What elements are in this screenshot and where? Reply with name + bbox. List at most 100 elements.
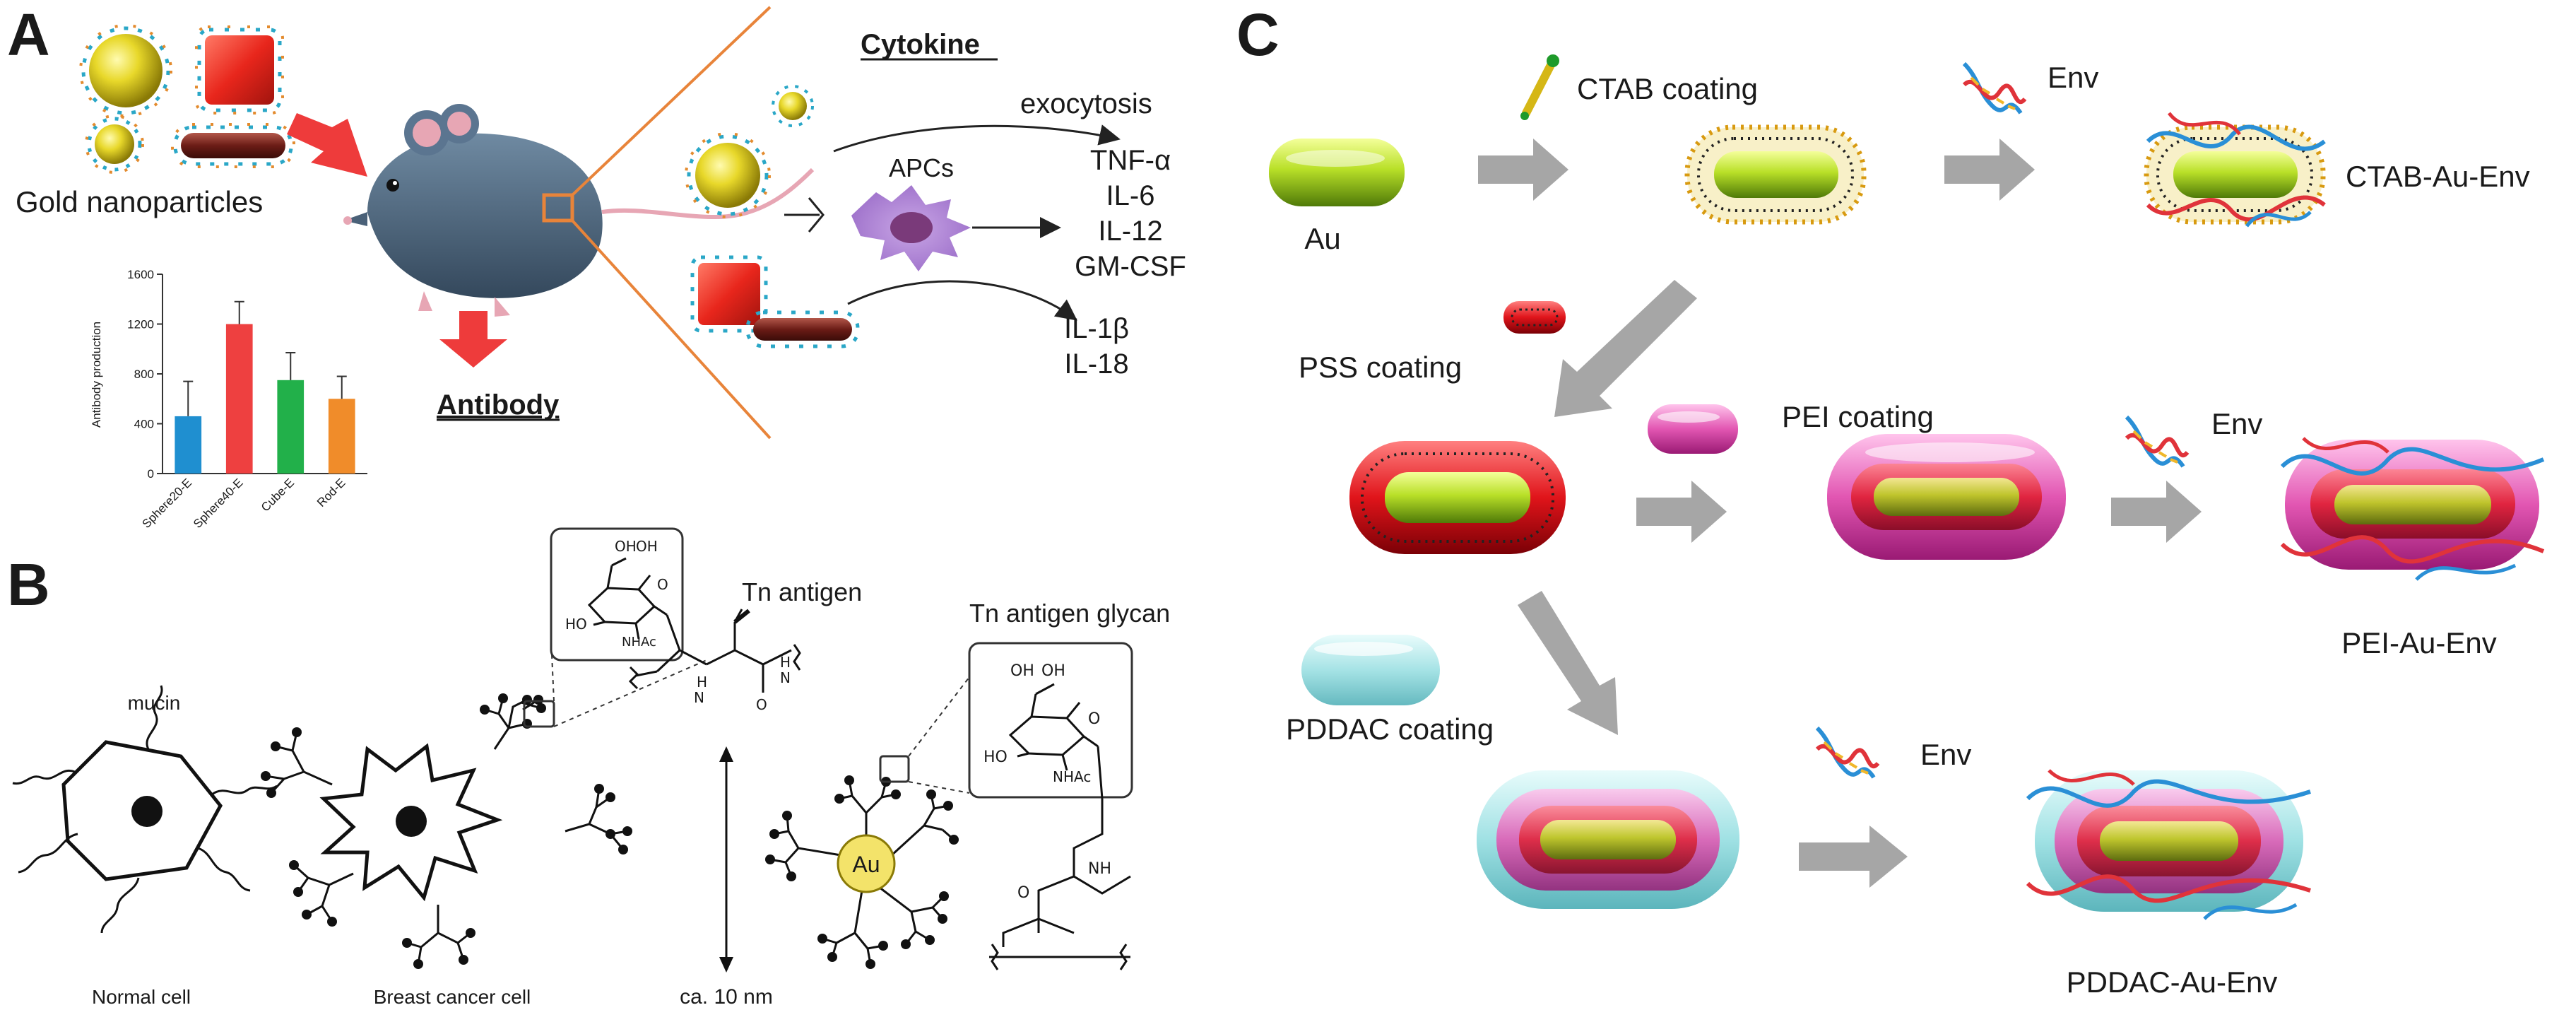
- pei-au-env-label: PEI-Au-Env: [2341, 626, 2496, 659]
- chem-h-1: H: [697, 674, 707, 691]
- y-tick-label: 400: [134, 418, 154, 431]
- exocytosis-arrow: [833, 124, 1121, 153]
- pei-au-rod-icon: [1827, 434, 2066, 560]
- glycan-branches-icon: [265, 698, 628, 965]
- zoom-line-bottom: [571, 219, 772, 440]
- pss-au-rod-icon: [1349, 441, 1566, 554]
- zoom-line-top: [571, 6, 772, 196]
- arrow-pddac-to-env-icon: [1799, 826, 1908, 888]
- y-tick-label: 0: [148, 467, 154, 481]
- arrow-ctab-to-env-icon: [1944, 139, 2035, 201]
- peptide-backbone-icon: [628, 609, 801, 693]
- gold-rod-icon: [171, 123, 295, 168]
- ctab-coating-label: CTAB coating: [1577, 72, 1758, 105]
- arrow-pei-to-env-icon: [2111, 481, 2202, 543]
- cytokine-il6: IL-6: [1106, 180, 1155, 211]
- gold-sphere-small-icon: [85, 114, 144, 174]
- zoom-dash-4: [908, 781, 970, 794]
- au-core-icon: [837, 834, 896, 893]
- au-glyco-particle-icon: [769, 780, 955, 965]
- zoom-box-au: [879, 755, 910, 783]
- pei-coating-label: PEI coating: [1782, 400, 1934, 433]
- chem-o-2: O: [756, 696, 767, 713]
- error-bar: [183, 380, 194, 416]
- bar-sphere20-e: [175, 416, 202, 474]
- cytokine-gmcsf: GM-CSF: [1075, 251, 1186, 282]
- panel-label-a: A: [7, 1, 50, 68]
- cytokine-il12: IL-12: [1098, 216, 1162, 247]
- au-glyco-dots-icon: [765, 775, 959, 969]
- x-tick-label: Sphere20-E: [139, 476, 194, 531]
- apc-cell-icon: [851, 185, 971, 271]
- chem-oh-2: OH: [636, 538, 658, 555]
- glycan-dots-icon: [261, 693, 632, 969]
- chem-oh-1: OH: [615, 538, 637, 555]
- exocytosis-label: exocytosis: [1020, 88, 1152, 119]
- dna-helix-icon-1: [1962, 61, 2027, 114]
- zoom-dash-2: [553, 659, 707, 727]
- scale-label: ca. 10 nm: [680, 985, 773, 1009]
- gold-nanoparticles-label: Gold nanoparticles: [16, 185, 263, 218]
- chem-ho-1: HO: [565, 616, 587, 633]
- arrow-to-pss-icon: [1554, 280, 1697, 417]
- small-sphere-zoom-icon: [772, 85, 814, 127]
- y-tick-label: 800: [134, 368, 154, 381]
- tn-glycan-box: [968, 642, 1133, 799]
- pss-coating-label: PSS coating: [1299, 351, 1462, 384]
- dna-helix-icon-3: [1815, 726, 1880, 779]
- au-core-label: Au: [852, 852, 880, 877]
- error-bar: [336, 375, 347, 399]
- error-bar: [285, 352, 296, 380]
- chem-o-1: O: [657, 576, 668, 593]
- mouse-icon: [343, 104, 815, 317]
- ctab-au-env-label: CTAB-Au-Env: [2346, 160, 2530, 193]
- x-tick-label: Rod-E: [314, 476, 348, 510]
- chem-oh-3: OH: [1010, 662, 1034, 680]
- breast-cancer-cell-icon: [319, 743, 503, 902]
- normal-cell-label: Normal cell: [92, 986, 191, 1008]
- env-label-3: Env: [1920, 738, 1971, 771]
- chem-oh-4: OH: [1041, 662, 1065, 680]
- bar-sphere40-e: [225, 324, 253, 474]
- red-arrow-down-icon: [439, 311, 507, 368]
- dna-helix-icon-2: [2125, 415, 2190, 468]
- tn-antigen-label: Tn antigen: [742, 577, 862, 606]
- receptor-icon: [808, 197, 825, 233]
- au-rod-icon: [1269, 139, 1405, 206]
- il1-arrow: [847, 280, 1077, 321]
- pddac-au-env-label: PDDAC-Au-Env: [2067, 965, 2278, 999]
- zoom-box-cancer: [523, 700, 555, 728]
- tn-glycan-label: Tn antigen glycan: [969, 599, 1170, 628]
- arrow-au-to-ctab-icon: [1478, 139, 1568, 201]
- cytokine-il18: IL-18: [1064, 348, 1128, 380]
- chem-nhac-1: NHAc: [622, 635, 656, 650]
- chem-o-4: O: [1017, 884, 1029, 902]
- pei-molecule-icon: [1648, 404, 1738, 454]
- env-label-1: Env: [2048, 61, 2098, 94]
- arrow-pss-to-pei-icon: [1636, 481, 1727, 543]
- tn-antigen-sugar-icon: [587, 557, 668, 640]
- y-tick-label: 1600: [127, 268, 154, 281]
- scale-arrow-top-icon: [719, 746, 733, 762]
- gold-sphere-large-icon: [79, 24, 172, 117]
- pddac-au-rod-icon: [1477, 770, 1739, 909]
- rod-zoom-icon: [745, 310, 860, 348]
- pddac-au-env-rod-icon: [2026, 769, 2311, 920]
- pss-molecule-icon: [1503, 301, 1566, 334]
- bar-rod-e: [328, 399, 355, 474]
- cytokine-tnf: TNF-α: [1090, 145, 1171, 176]
- chem-ho-2: HO: [983, 748, 1008, 766]
- mucin-label: mucin: [128, 692, 181, 714]
- zoom-dash-3: [908, 676, 970, 757]
- normal-cell-icon: [12, 685, 278, 934]
- pddac-coating-label: PDDAC coating: [1286, 712, 1494, 746]
- au-label: Au: [1304, 222, 1340, 255]
- antibody-bar-chart: Antibody production 040080012001600Spher…: [90, 268, 367, 531]
- chem-n-2: N: [780, 669, 791, 686]
- panel-label-c: C: [1236, 1, 1280, 68]
- ctab-molecule-icon: [1520, 54, 1559, 120]
- cytokine-il1b: IL-1β: [1064, 313, 1129, 344]
- arrow-to-pddac-icon: [1518, 591, 1618, 735]
- bar-cube-e: [277, 380, 305, 474]
- scale-arrow-bottom-icon: [719, 957, 733, 973]
